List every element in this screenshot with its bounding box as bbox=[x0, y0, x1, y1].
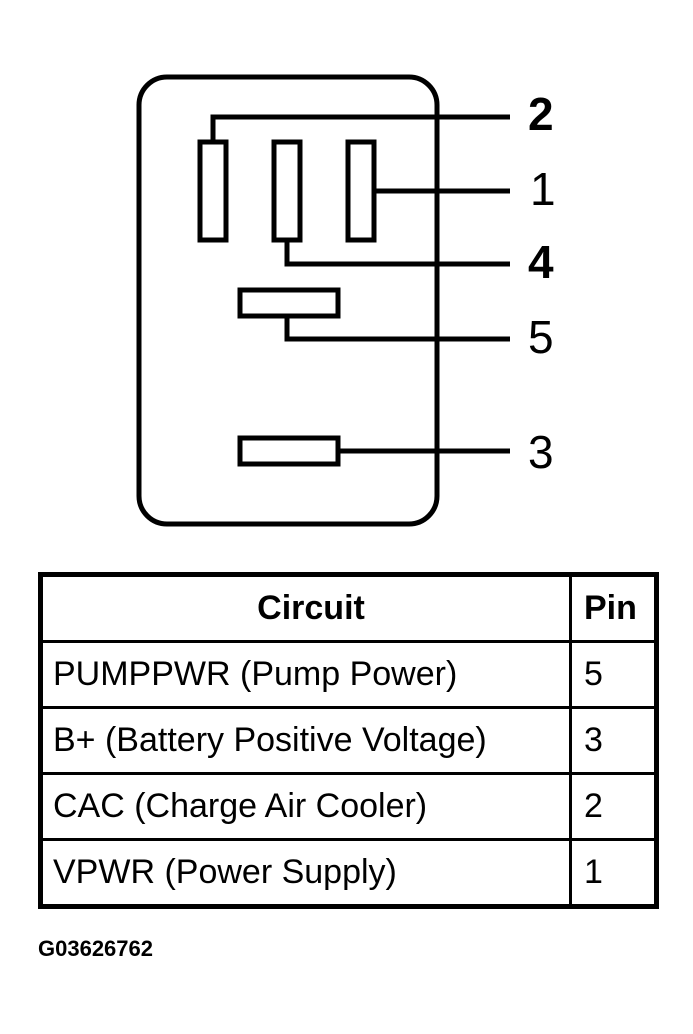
pin-cell: 1 bbox=[569, 838, 658, 908]
pin-label-1: 1 bbox=[530, 163, 556, 215]
terminal-1 bbox=[345, 139, 377, 243]
terminal-4 bbox=[271, 139, 303, 243]
circuit-cell: B+ (Battery Positive Voltage) bbox=[39, 706, 572, 775]
pin-label-3: 3 bbox=[528, 426, 554, 478]
connector-housing bbox=[136, 74, 440, 527]
figure-id: G03626762 bbox=[38, 936, 153, 961]
leader-line-4 bbox=[284, 240, 510, 267]
leader-line-5 bbox=[284, 316, 510, 342]
table-header-row: Circuit Pin bbox=[39, 573, 658, 643]
table-row: CAC (Charge Air Cooler) 2 bbox=[39, 772, 658, 841]
table-row: B+ (Battery Positive Voltage) 3 bbox=[39, 706, 658, 775]
leader-line-2 bbox=[210, 114, 510, 142]
circuit-cell: VPWR (Power Supply) bbox=[39, 838, 572, 908]
circuit-cell: CAC (Charge Air Cooler) bbox=[39, 772, 572, 841]
pin-table: Circuit Pin PUMPPWR (Pump Power) 5 B+ (B… bbox=[38, 572, 659, 909]
terminal-2 bbox=[197, 139, 229, 243]
pin-cell: 3 bbox=[569, 706, 658, 775]
table-row: VPWR (Power Supply) 1 bbox=[39, 838, 658, 908]
pin-cell: 5 bbox=[569, 640, 658, 709]
connector-diagram: 2 1 4 5 3 bbox=[136, 74, 556, 527]
pin-label-5: 5 bbox=[528, 311, 554, 363]
pin-header: Pin bbox=[569, 573, 658, 643]
pin-cell: 2 bbox=[569, 772, 658, 841]
pin-label-4: 4 bbox=[528, 236, 554, 288]
pin-label-2: 2 bbox=[528, 88, 554, 140]
circuit-header: Circuit bbox=[39, 573, 572, 643]
terminal-5 bbox=[237, 287, 341, 319]
circuit-cell: PUMPPWR (Pump Power) bbox=[39, 640, 572, 709]
terminal-3 bbox=[237, 435, 341, 467]
table-row: PUMPPWR (Pump Power) 5 bbox=[39, 640, 658, 709]
